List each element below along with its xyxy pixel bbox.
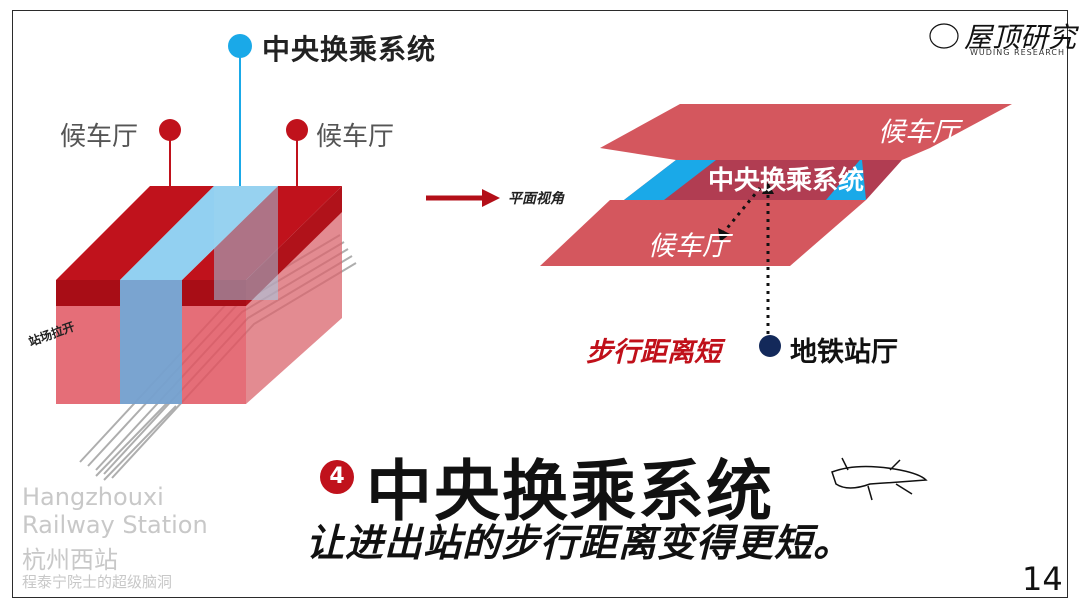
blue-core-back — [214, 186, 278, 300]
right-hall-marker — [286, 119, 308, 141]
headline-title: 中央换乘系统 — [366, 453, 774, 530]
plan-central-label: 中央换乘系统 — [708, 166, 865, 196]
section-number-badge: 4 — [320, 460, 354, 494]
arrow-head — [482, 189, 500, 207]
plan-bottom-band — [540, 200, 866, 266]
plan-top-hall-label: 候车厅 — [878, 117, 959, 148]
credit-text: 程泰宁院士的超级脑洞 — [22, 573, 173, 591]
station-name-en-line2: Railway Station — [22, 511, 208, 539]
plan-blue-left — [624, 160, 716, 200]
plan-view-label: 平面视角 — [508, 191, 564, 207]
plan-blue-right — [826, 148, 906, 200]
page-number: 14 — [1022, 560, 1063, 598]
logo-text-cn: 屋顶研究 — [964, 21, 1077, 54]
station-name-en-line1: Hangzhouxi — [22, 483, 164, 511]
plan-top-band — [600, 104, 1012, 148]
left-hall-marker — [159, 119, 181, 141]
headline-subtitle: 让进出站的步行距离变得更短。 — [306, 521, 853, 565]
blue-core-front — [120, 280, 182, 404]
gecko-decoration — [831, 457, 928, 501]
central-transfer-label: 中央换乘系统 — [262, 33, 437, 66]
plan-bottom-hall-label: 候车厅 — [648, 231, 729, 262]
slide-frame — [12, 10, 1068, 598]
metro-marker — [759, 335, 781, 357]
station-name-cn: 杭州西站 — [22, 546, 118, 574]
waiting-hall-right-label: 候车厅 — [316, 122, 395, 152]
central-marker — [228, 34, 252, 58]
metro-hall-label: 地铁站厅 — [790, 337, 898, 368]
logo-mark — [929, 23, 959, 49]
waiting-hall-left-label: 候车厅 — [60, 122, 139, 152]
box-side — [246, 200, 342, 404]
walk-short-label: 步行距离短 — [586, 337, 721, 368]
logo-text-en: WUDING RESEARCH — [970, 48, 1065, 57]
slab-left-top — [56, 186, 214, 280]
slab-left-front — [56, 280, 120, 306]
